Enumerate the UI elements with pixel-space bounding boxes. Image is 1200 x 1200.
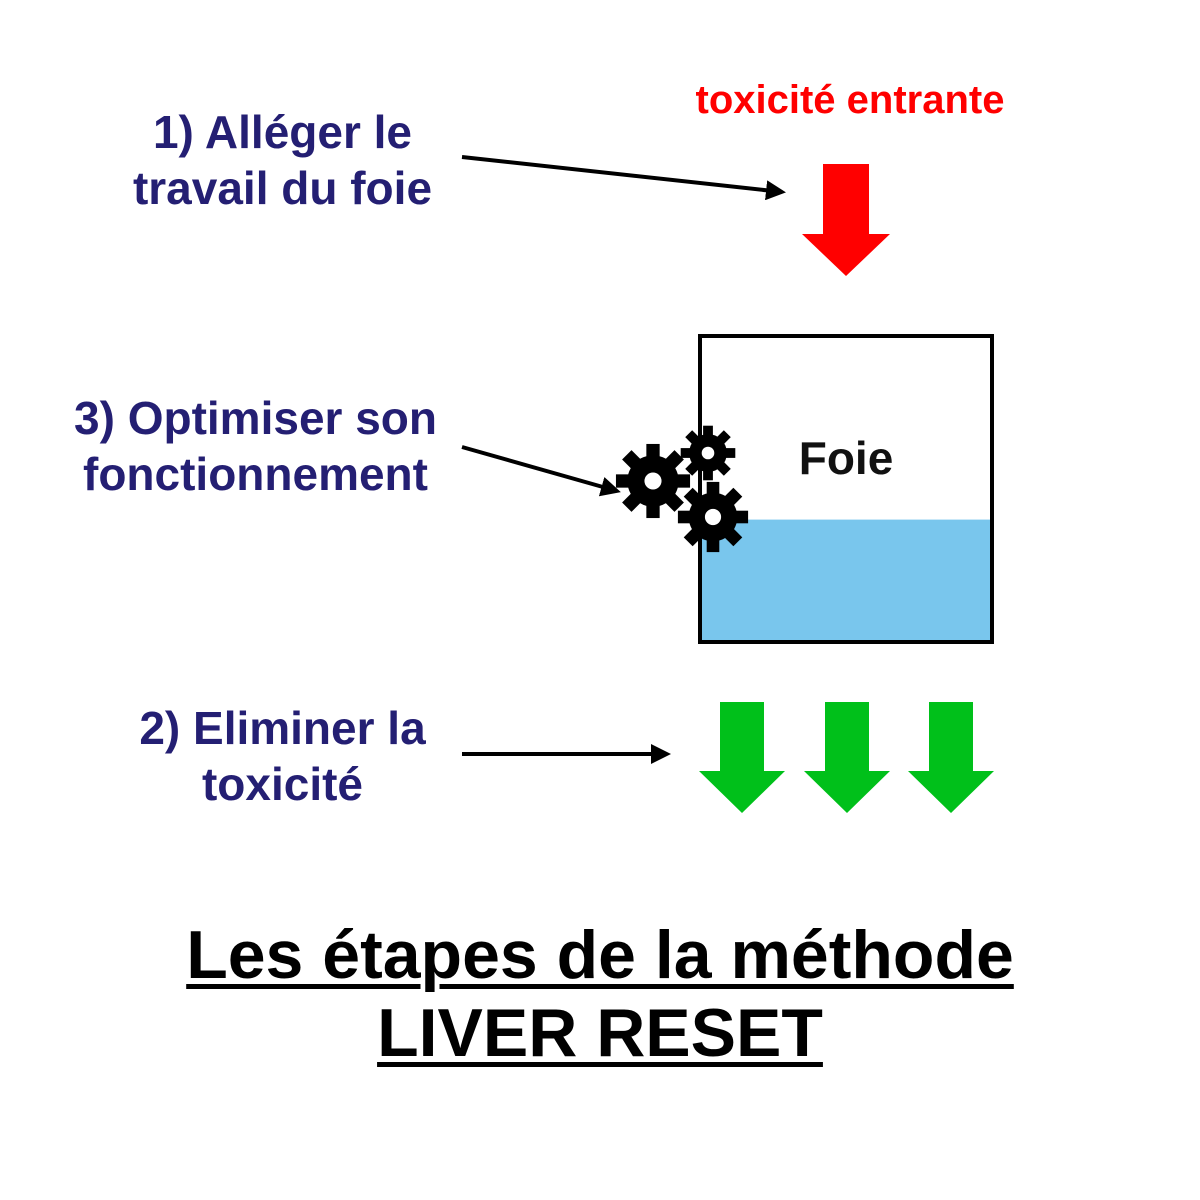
elimination-arrow — [699, 702, 785, 813]
step-1-line-2: travail du foie — [132, 162, 433, 214]
liver-outline — [698, 334, 994, 644]
title-line-2: LIVER RESET — [377, 995, 823, 1071]
page-title: Les étapes de la méthode LIVER RESET — [0, 916, 1200, 1072]
gear-icon — [615, 443, 691, 519]
step-2-line-1: 2) Eliminer la — [139, 702, 426, 754]
elimination-arrow — [908, 702, 994, 813]
liver-fill — [700, 519, 992, 642]
liver-label: Foie — [798, 432, 894, 484]
incoming-toxicity-label: toxicité entrante — [695, 78, 1005, 122]
step-2-line-2: toxicité — [201, 758, 364, 810]
step3-pointer-arrow — [461, 445, 621, 497]
step-1-line-1: 1) Alléger le — [152, 106, 413, 158]
liver-box — [698, 334, 994, 644]
title-line-1: Les étapes de la méthode — [186, 917, 1014, 993]
step1-pointer-arrow — [461, 155, 786, 201]
step-3-label: 3) Optimiser son fonctionnement — [48, 390, 463, 502]
elimination-arrow — [804, 702, 890, 813]
gear-icon — [677, 481, 749, 553]
step-2-label: 2) Eliminer la toxicité — [110, 700, 455, 812]
step-3-line-2: fonctionnement — [83, 448, 428, 500]
step-1-label: 1) Alléger le travail du foie — [110, 104, 455, 216]
step-3-line-1: 3) Optimiser son — [74, 392, 437, 444]
incoming-toxicity-arrow — [802, 164, 890, 276]
